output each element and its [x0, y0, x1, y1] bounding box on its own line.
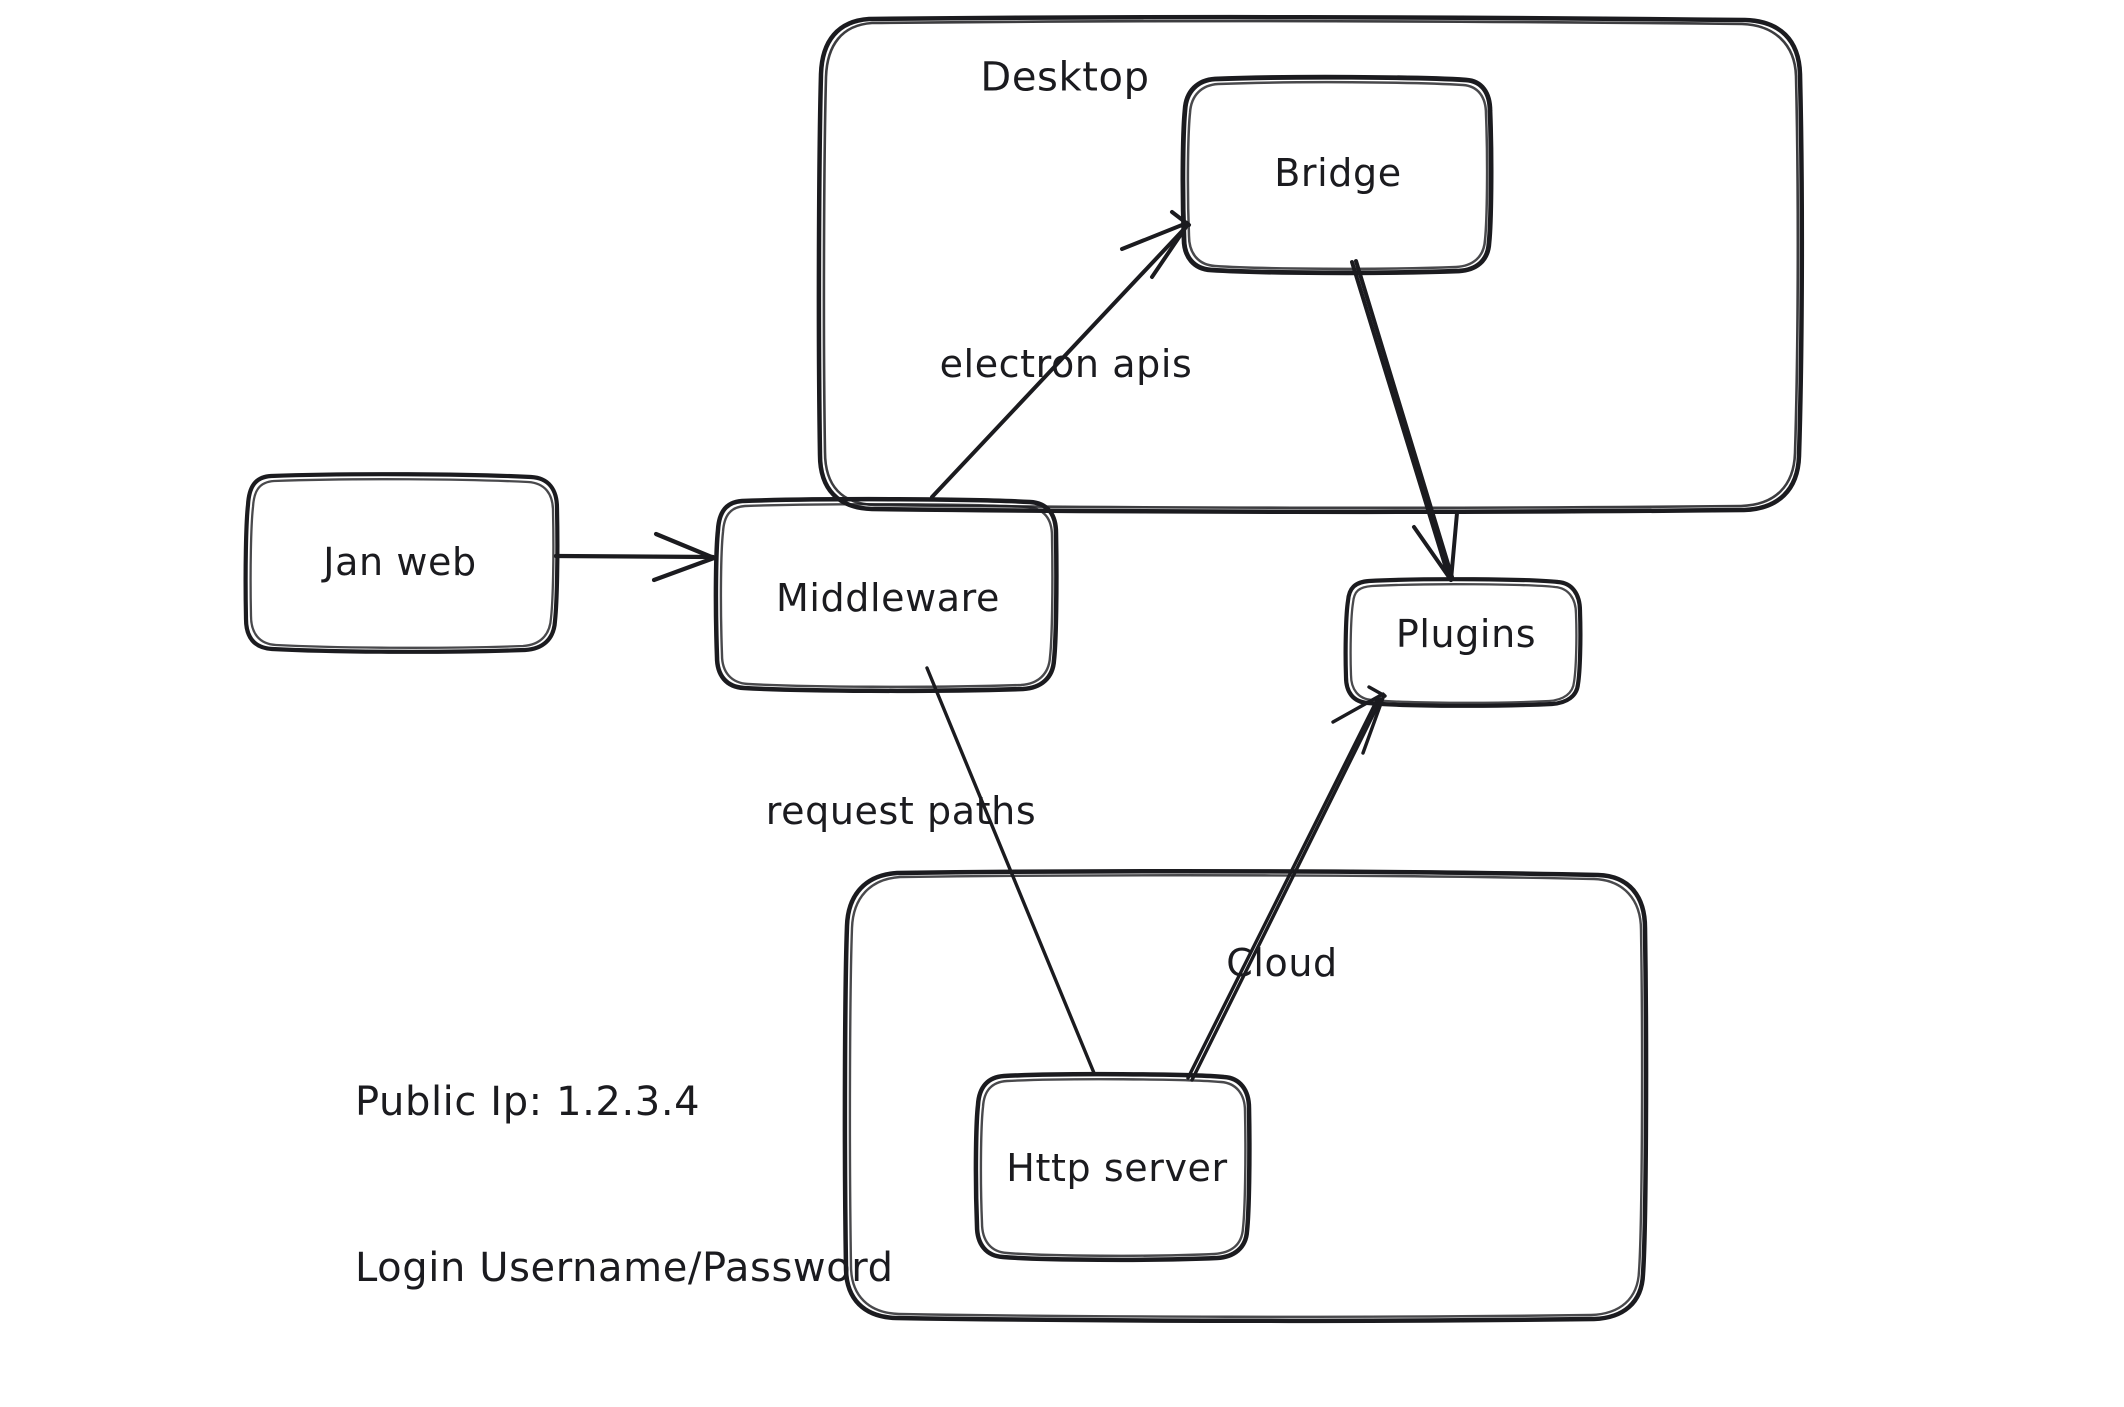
edge-jan-web-to-middleware	[553, 531, 717, 583]
group-desktop-outline	[816, 14, 1805, 515]
edge-label-electron-apis: electron apis	[939, 341, 1193, 386]
edge-label-request-paths: request paths	[765, 788, 1037, 833]
group-cloud-outline	[842, 869, 1649, 1324]
node-jan-web-outline	[243, 472, 560, 654]
node-label-bridge[interactable]: Bridge	[1274, 150, 1402, 195]
edge-middleware-to-bridge-stroke	[930, 210, 1191, 499]
diagram-canvas: Desktop Jan web Middleware Bridge Plugin…	[243, 14, 1805, 1324]
node-plugins-outline	[1343, 577, 1583, 708]
note-public-ip: Public Ip: 1.2.3.4 Login Username/Passwo…	[355, 965, 894, 1407]
edge-http-server-to-plugins	[1186, 685, 1387, 1082]
node-label-http-server[interactable]: Http server	[1006, 1145, 1228, 1190]
group-label-desktop: Desktop	[980, 54, 1150, 101]
node-middleware-outline	[713, 496, 1059, 694]
node-label-middleware[interactable]: Middleware	[775, 575, 1001, 620]
note-public-ip-line-2: Login Username/Password	[355, 1244, 894, 1291]
edge-middleware-to-http-server	[925, 666, 1096, 1075]
note-public-ip-line-1: Public Ip: 1.2.3.4	[355, 1079, 701, 1126]
edge-bridge-to-plugins	[1350, 259, 1459, 582]
node-label-jan-web[interactable]: Jan web	[323, 539, 477, 584]
node-http-server-outline	[973, 1071, 1252, 1263]
edge-label-cloud: Cloud	[1226, 940, 1338, 985]
node-label-plugins[interactable]: Plugins	[1395, 611, 1537, 656]
node-bridge-outline	[1180, 74, 1494, 276]
diagram-strokes	[243, 14, 1805, 1324]
